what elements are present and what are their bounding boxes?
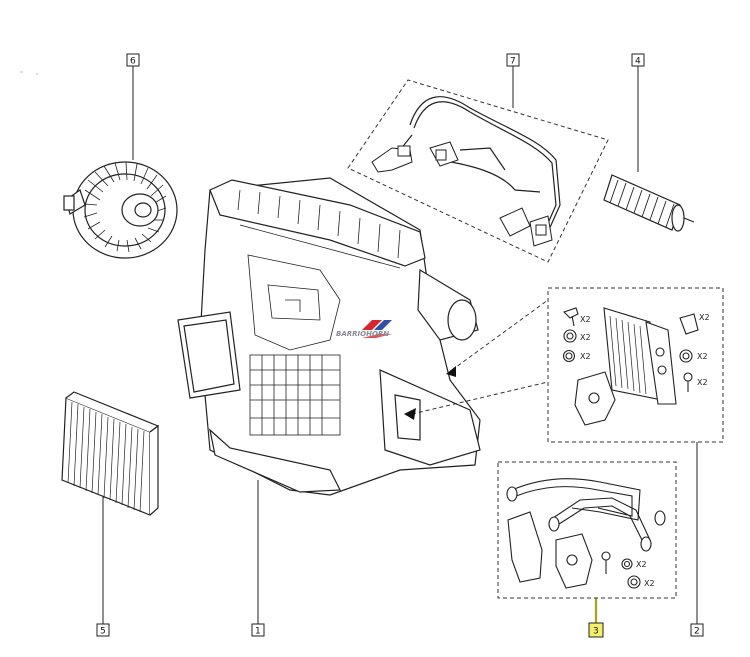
qty-label: X2 xyxy=(644,579,655,588)
callout-1[interactable]: 1 xyxy=(251,623,265,637)
kit2-parts xyxy=(562,307,699,426)
svg-text:5: 5 xyxy=(100,627,106,637)
kit3-quantity-labels: X2 X2 xyxy=(636,560,655,588)
callout-4[interactable]: 4 xyxy=(631,53,645,67)
leader-lines xyxy=(102,66,698,624)
kit2-dashed-box xyxy=(547,287,724,443)
kit3-dashed-box xyxy=(497,461,677,599)
svg-text:1: 1 xyxy=(255,627,261,637)
svg-text:3: 3 xyxy=(593,627,599,637)
watermark-text: BARRIOHORN xyxy=(336,330,389,338)
qty-label: X2 xyxy=(697,378,708,387)
qty-label: X2 xyxy=(636,560,647,569)
callout-6[interactable]: 6 xyxy=(126,53,140,67)
heater-core-part-4 xyxy=(603,174,695,232)
callout-5[interactable]: 5 xyxy=(96,623,110,637)
svg-text:6: 6 xyxy=(130,57,136,67)
kit2-quantity-labels: X2 X2 X2 X2 X2 X2 xyxy=(580,313,710,387)
cabin-filter-part-5 xyxy=(61,391,160,516)
watermark-logo xyxy=(362,320,392,338)
qty-label: X2 xyxy=(697,352,708,361)
stray-marks xyxy=(20,71,38,75)
kit3-parts xyxy=(506,478,666,589)
callout-3-highlighted[interactable]: 3 xyxy=(588,622,604,638)
wiring-harness-part-7 xyxy=(371,96,561,247)
callout-7[interactable]: 7 xyxy=(506,53,520,67)
svg-text:4: 4 xyxy=(635,57,641,67)
qty-label: X2 xyxy=(580,315,591,324)
kit2-connector-lines xyxy=(411,299,549,415)
harness-kit-dashed-box xyxy=(347,79,609,263)
hvac-housing-part-1 xyxy=(177,177,481,496)
blower-fan-part-6 xyxy=(63,161,178,259)
qty-label: X2 xyxy=(580,333,591,342)
callout-2[interactable]: 2 xyxy=(690,623,704,637)
connector-arrows xyxy=(404,366,456,420)
svg-text:2: 2 xyxy=(694,627,700,637)
qty-label: X2 xyxy=(699,313,710,322)
svg-text:7: 7 xyxy=(510,57,516,67)
qty-label: X2 xyxy=(580,352,591,361)
